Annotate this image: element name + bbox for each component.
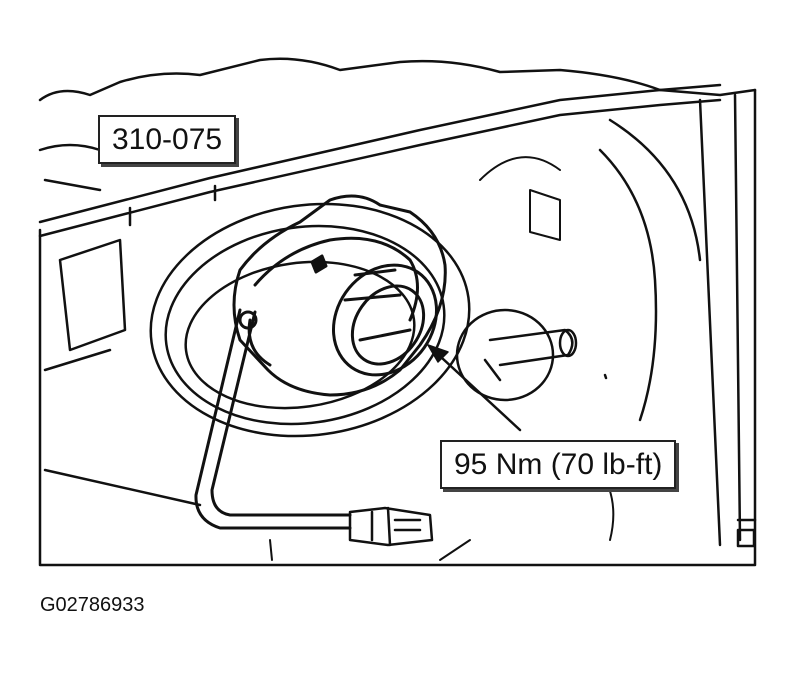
figure-id: G02786933 bbox=[40, 594, 145, 616]
right-panel-lines bbox=[598, 93, 757, 548]
fuel-line-connector bbox=[455, 308, 608, 402]
torque-leader-arrow bbox=[427, 344, 522, 432]
tank-strap bbox=[38, 83, 722, 238]
mounting-recess bbox=[149, 202, 471, 438]
tool-number-callout: 310-075 bbox=[98, 115, 237, 164]
locking-ring bbox=[232, 194, 447, 397]
torque-spec-callout: 95 Nm (70 lb-ft) bbox=[440, 440, 677, 489]
tank-outline bbox=[38, 57, 757, 567]
wiring-harness bbox=[194, 308, 352, 530]
tool-socket bbox=[331, 263, 439, 377]
left-bracket bbox=[43, 238, 202, 507]
electrical-connector bbox=[348, 506, 434, 547]
